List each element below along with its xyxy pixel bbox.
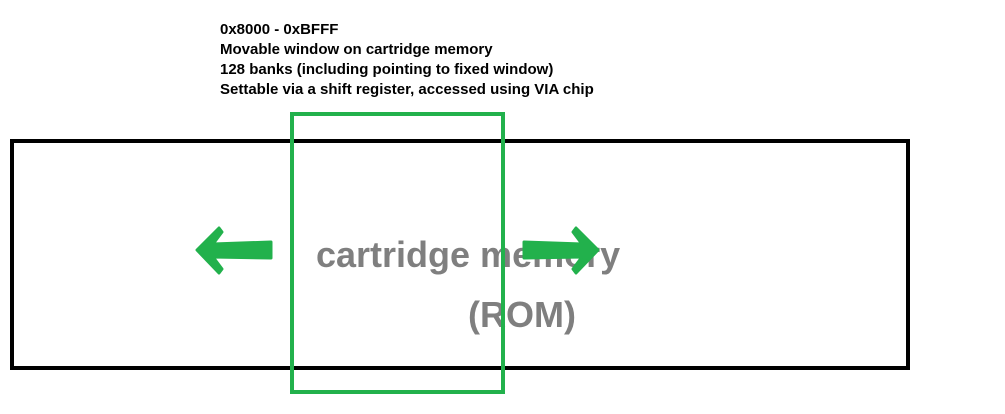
window-description-text: Movable window on cartridge memory [220,41,493,58]
bank-count-text: 128 banks (including pointing to fixed w… [220,61,554,78]
cartridge-memory-box [10,139,910,370]
window-annotation: 0x8000 - 0xBFFF Movable window on cartri… [220,20,594,100]
address-range-text: 0x8000 - 0xBFFF [220,21,339,38]
rom-label: (ROM) [468,294,576,335]
register-description-text: Settable via a shift register, accessed … [220,81,594,98]
arrow-left-icon [195,226,273,275]
arrow-right-icon [522,226,600,275]
movable-window-box [290,112,505,394]
